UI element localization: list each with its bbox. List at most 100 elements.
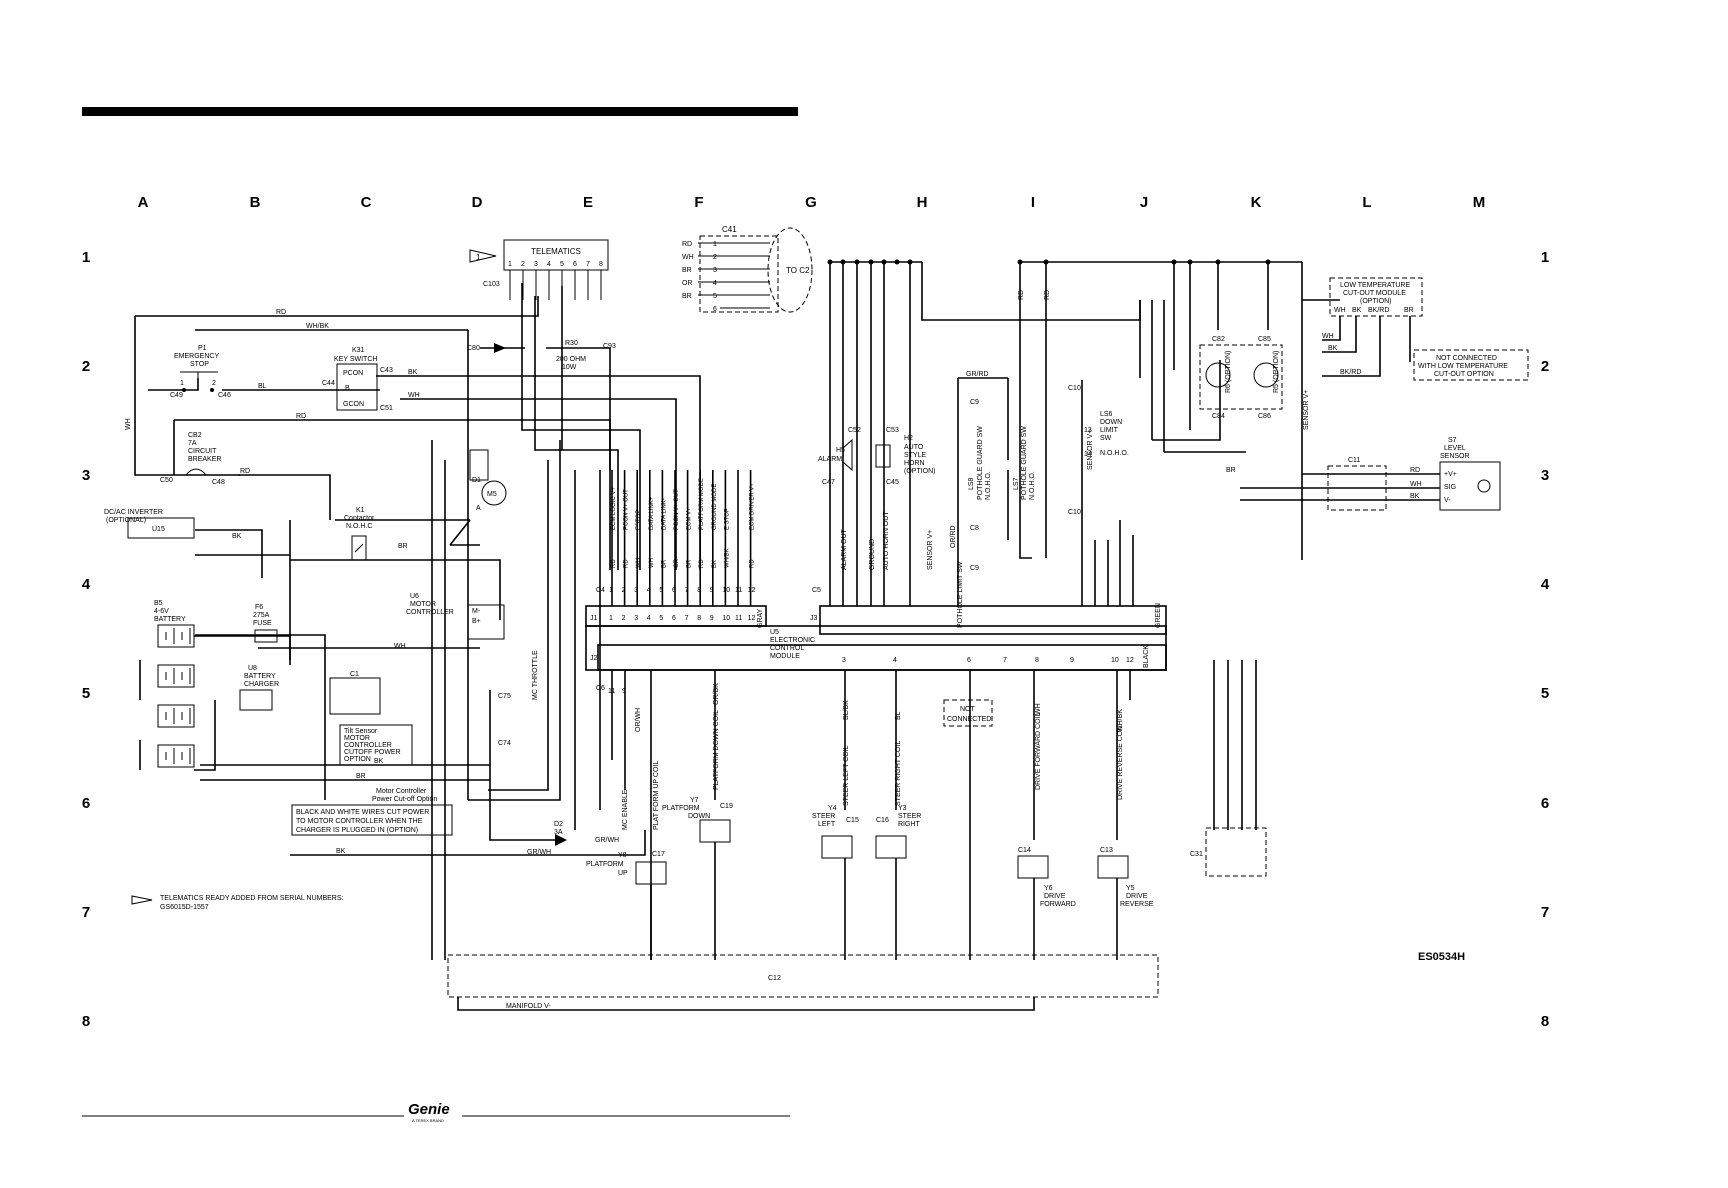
level-sensor-l2: SENSOR [1440,453,1470,460]
pothole-name-1: POTHOLE GUARD SW [977,426,984,500]
col-i: I [1031,194,1035,211]
contactor-coil [351,535,367,561]
contactor-br: BR [398,543,408,550]
battery-4 [157,744,195,768]
key-switch-box [336,363,378,411]
battery-volt: 4-6V [154,608,169,615]
c41-box [699,235,779,313]
j1-wire-color-10: WH/BK [724,548,730,568]
not-connected-l1: NOT [960,706,976,713]
valve-y4-coil: STEER LEFT COIL [843,745,850,806]
valve-y5-coil: DRIVE REVERSE COIL [1117,725,1124,800]
j3-label-pothole: POTHOLE LIMIT SW [957,561,964,628]
fuse-icon [254,629,278,643]
relay-r5: R5 (OPTION) [1273,351,1280,393]
pothole-switches: GR/RD C9 C8 OR/RD LS8 LS7 POTHOLE GUARD … [950,371,1036,606]
contactor-l1: Contactor [344,515,375,522]
relay-box [1199,344,1283,410]
row-7-left: 7 [82,904,90,921]
valve-y7: Y7 PLATFORM DOWN C19 PLATFORM DOWN COIL … [662,683,733,843]
col-d: D [472,194,483,211]
telematics-connector: C103 [483,281,500,288]
footnote-flag-icon [131,895,153,905]
valve-y8-l2: UP [618,870,628,877]
fuse-id: F6 [255,604,263,611]
ls-wire-bk: BK [1410,493,1420,500]
valve-y6-id: Y6 [1044,885,1053,892]
valve-y6: Y6 DRIVE FORWARD C14 DRIVE FORWARD COIL … [1017,703,1076,908]
wire-wh-c51: WH [408,392,420,399]
row-2-right: 2 [1541,358,1549,375]
grid-rows-left: 1 2 3 4 5 6 7 8 [82,249,91,1030]
inverter-l1: DC/AC INVERTER [104,509,163,516]
row-3-right: 3 [1541,467,1549,484]
valve-y8: Y8 PLATFORM UP C17 PLAT FORM UP COIL OR/… [586,708,667,885]
footnote: TELEMATICS READY ADDED FROM SERIAL NUMBE… [131,895,344,911]
telematics-pin-2: 2 [521,261,525,268]
level-sensor-pin-3: V- [1444,497,1451,504]
col-g: G [805,194,817,211]
valve-y6-c: C14 [1018,847,1031,854]
ecm-c5: C5 [812,587,821,594]
valve-y7-l1: PLATFORM [662,805,700,812]
valve-y4-l2: LEFT [818,821,836,828]
ecm-j2-box [597,644,1167,671]
low-temp-wire-2: BK [1352,307,1362,314]
r30-w: 10W [562,364,577,371]
key-switch-c44: C44 [322,380,335,387]
c75-label: C75 [498,693,511,700]
valve-y8-wire: OR/WH [635,708,642,732]
c31-connector: C31 [1190,660,1267,877]
d2-icon [555,834,567,846]
key-switch-b: B [345,385,350,392]
circuit-breaker: CB2 7A CIRCUIT BREAKER C50 C48 [160,432,225,486]
r30-id: R30 [565,340,578,347]
j3-label-horn: AUTO HORN OUT [883,511,890,570]
d2-amp: 3A [554,829,563,836]
mc-l2: CONTROLLER [406,609,454,616]
j1-function-2: PCON V+ OUT [624,489,630,530]
ls6-c10: C10 [1068,385,1081,392]
j1-pin-inner-7: 7 [685,615,689,622]
ecm-l1: ELECTRONIC [770,637,815,644]
inverter: DC/AC INVERTER (OPTIONAL) U15 [104,509,195,539]
relay-r6-icon [1205,362,1231,388]
j1-pin-8: 8 [697,587,701,594]
grid-rows-right: 1 2 3 4 5 6 7 8 [1541,249,1550,1030]
j1-wire-color-7: BR [687,559,693,568]
pothole-c8-top: C8 [970,525,979,532]
pothole-ls8: LS8 [968,477,975,490]
row-8-left: 8 [82,1013,90,1030]
ecm-black: BLACK [1143,645,1150,668]
j1-pin-inner-12: 12 [748,615,756,622]
telematics-module: 1 TELEMATICS 1 2 3 4 5 6 7 8 C103 [469,239,609,300]
c41-wire-2: WH [682,254,694,261]
row-7-right: 7 [1541,904,1549,921]
valve-y7-c: C19 [720,803,733,810]
ecm-gray: GRAY [757,608,764,628]
j1-pin-10: 10 [722,587,730,594]
telematics-flag-icon [469,249,497,263]
ls6-l1: DOWN [1100,419,1122,426]
wire-bk-bottom: BK [336,848,346,855]
ecm-outer-box [585,625,1167,671]
ecm-l3: MODULE [770,653,800,660]
cutoff-note-l3: CHARGER IS PLUGGED IN (OPTION) [296,827,418,834]
wire-bl: BL [258,383,267,390]
low-temp-wire-4: BR [1404,307,1414,314]
wire-rd-breaker: RD [296,413,306,420]
option-l1: Tilt Sensor [344,728,378,735]
telematics-pin-6: 6 [573,261,577,268]
ls6-l3: SW [1100,435,1112,442]
estop-c49: C49 [170,392,183,399]
cutoff-l2: Power Cut-off Option [372,796,437,803]
cutoff-note-box [291,804,453,836]
j1-pin-inner-4: 4 [647,615,651,622]
c12-box [447,954,1159,998]
c31-box [1205,827,1267,877]
valve-y3-c: C16 [876,817,889,824]
j2-pin-3: 3 [842,657,846,664]
j1-function-1: ECM LOGIC V+ [611,487,617,530]
j1-function-4: DATA LINK+ [649,496,655,530]
row-6-right: 6 [1541,795,1549,812]
